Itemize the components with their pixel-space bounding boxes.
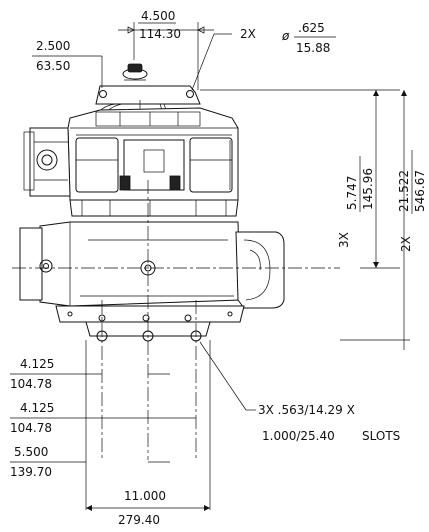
top-width-in: 4.500: [141, 9, 175, 23]
base-width-mm: 279.40: [118, 513, 160, 527]
left-offset-in: 2.500: [36, 39, 70, 53]
hole-dia-mm: 15.88: [296, 41, 330, 55]
shaft-height-in: 5.747: [345, 176, 359, 210]
left-flange: [19, 227, 43, 301]
overall-height-in: 21.522: [397, 170, 411, 212]
hole-dia-in: .625: [298, 21, 325, 35]
center-lines: [12, 180, 340, 460]
top-cap-stem: [127, 63, 143, 73]
base3-in: 5.500: [14, 445, 48, 459]
base-width-in: 11.000: [124, 489, 166, 503]
slots-line1: 3X .563/14.29 X: [258, 403, 355, 417]
overall-height-mm: 546.67: [413, 170, 427, 212]
base1-in: 4.125: [20, 357, 54, 371]
starter-motor: [29, 127, 71, 197]
dimension-text: 4.500 114.30 2.500 63.50 2X ø .625 15.88…: [10, 9, 427, 527]
dimension-lines: [10, 22, 410, 511]
base3-mm: 139.70: [10, 465, 52, 479]
left-flange-hole: [39, 259, 53, 273]
starter-pulley: [36, 149, 58, 171]
bracket-hole-left: [99, 90, 107, 98]
crankcase-band: [69, 199, 239, 217]
base2-mm: 104.78: [10, 421, 52, 435]
shaft-qty: 3X: [337, 232, 351, 248]
engine-outline: [19, 63, 285, 342]
top-bracket: [95, 85, 201, 105]
overall-qty: 2X: [399, 236, 413, 252]
base-plate: [55, 305, 245, 323]
slots-line2: 1.000/25.40: [262, 429, 335, 443]
base2-in: 4.125: [20, 401, 54, 415]
hole-symbol: ø: [281, 29, 290, 43]
shaft-height-mm: 145.96: [361, 168, 375, 210]
left-offset-mm: 63.50: [36, 59, 70, 73]
top-width-mm: 114.30: [139, 27, 181, 41]
bracket-hole-right: [186, 90, 194, 98]
base1-mm: 104.78: [10, 377, 52, 391]
slots-word: SLOTS: [362, 429, 400, 443]
hole-qty: 2X: [240, 27, 256, 41]
